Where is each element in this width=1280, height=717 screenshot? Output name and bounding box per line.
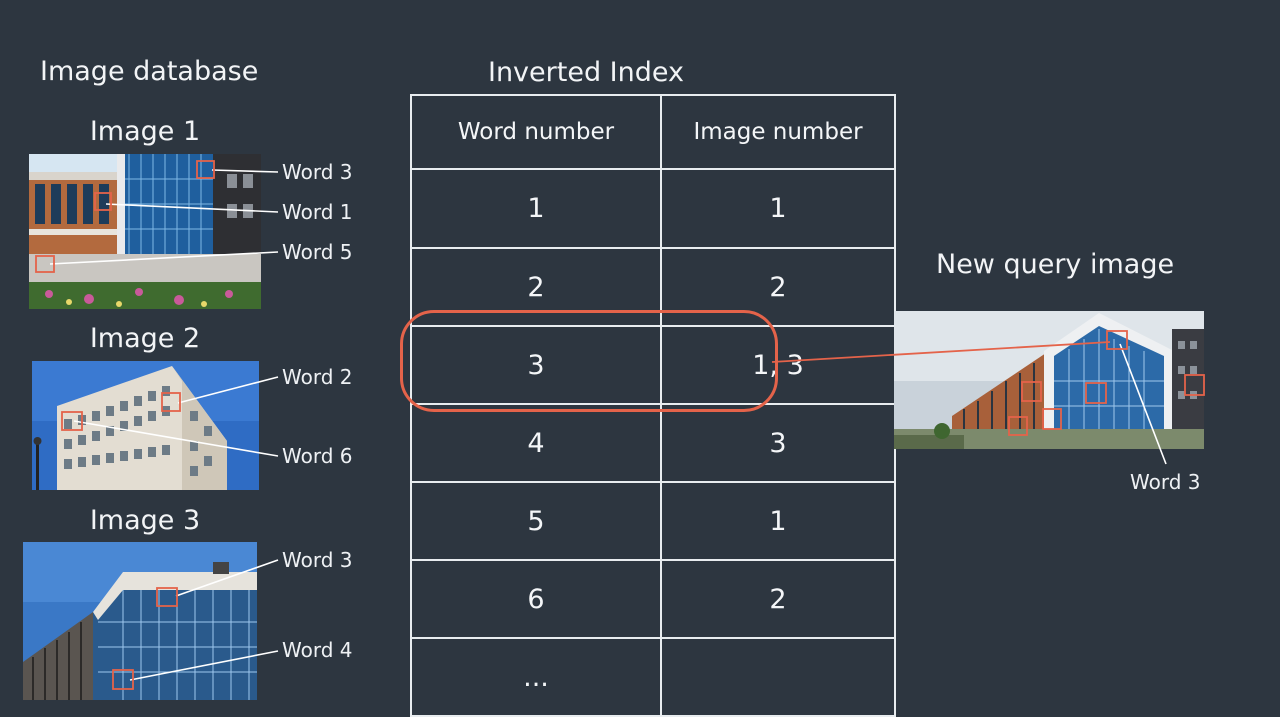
image-3-title: Image 3 (89, 505, 201, 536)
word-number-cell: 4 (410, 403, 662, 483)
table-row: 4 3 (410, 403, 896, 483)
image-number-cell: 1, 3 (660, 325, 896, 405)
image-1-title: Image 1 (89, 116, 201, 147)
image-3-word-label: Word 3 (282, 548, 353, 572)
image-1-word-label: Word 1 (282, 200, 353, 224)
database-title: Image database (40, 56, 259, 87)
inverted-index-table: Word number Image number 1 1 2 2 3 1, 3 … (410, 94, 896, 717)
query-word-label: Word 3 (1130, 470, 1201, 494)
word-number-cell: 1 (410, 168, 662, 249)
word-number-cell: ... (410, 637, 662, 717)
image-3-photo (23, 542, 257, 700)
table-row: 2 2 (410, 247, 896, 327)
header-word-number: Word number (410, 94, 662, 170)
image-number-cell: 1 (660, 481, 896, 561)
query-title: New query image (936, 249, 1175, 280)
image-number-cell: 1 (660, 168, 896, 249)
header-image-number: Image number (660, 94, 896, 170)
word-number-cell: 5 (410, 481, 662, 561)
image-number-cell: 3 (660, 403, 896, 483)
table-header-row: Word number Image number (410, 94, 896, 170)
image-3-word-label: Word 4 (282, 638, 353, 662)
image-2-word-label: Word 2 (282, 365, 353, 389)
highlighted-row-outline (400, 310, 778, 412)
table-row: 1 1 (410, 168, 896, 249)
word-number-cell: 3 (410, 325, 662, 405)
image-1-word-label: Word 5 (282, 240, 353, 264)
image-2-word-label: Word 6 (282, 444, 353, 468)
table-row: 3 1, 3 (410, 325, 896, 405)
image-number-cell (660, 637, 896, 717)
table-row: ... (410, 637, 896, 717)
image-2-title: Image 2 (89, 323, 201, 354)
image-number-cell: 2 (660, 247, 896, 327)
image-number-cell: 2 (660, 559, 896, 639)
inverted-index-title: Inverted Index (487, 57, 684, 88)
word-number-cell: 6 (410, 559, 662, 639)
image-1-photo (29, 154, 261, 309)
query-image-photo (894, 311, 1204, 449)
image-1-word-label: Word 3 (282, 160, 353, 184)
word-number-cell: 2 (410, 247, 662, 327)
image-2-photo (32, 361, 259, 490)
table-row: 6 2 (410, 559, 896, 639)
table-row: 5 1 (410, 481, 896, 561)
